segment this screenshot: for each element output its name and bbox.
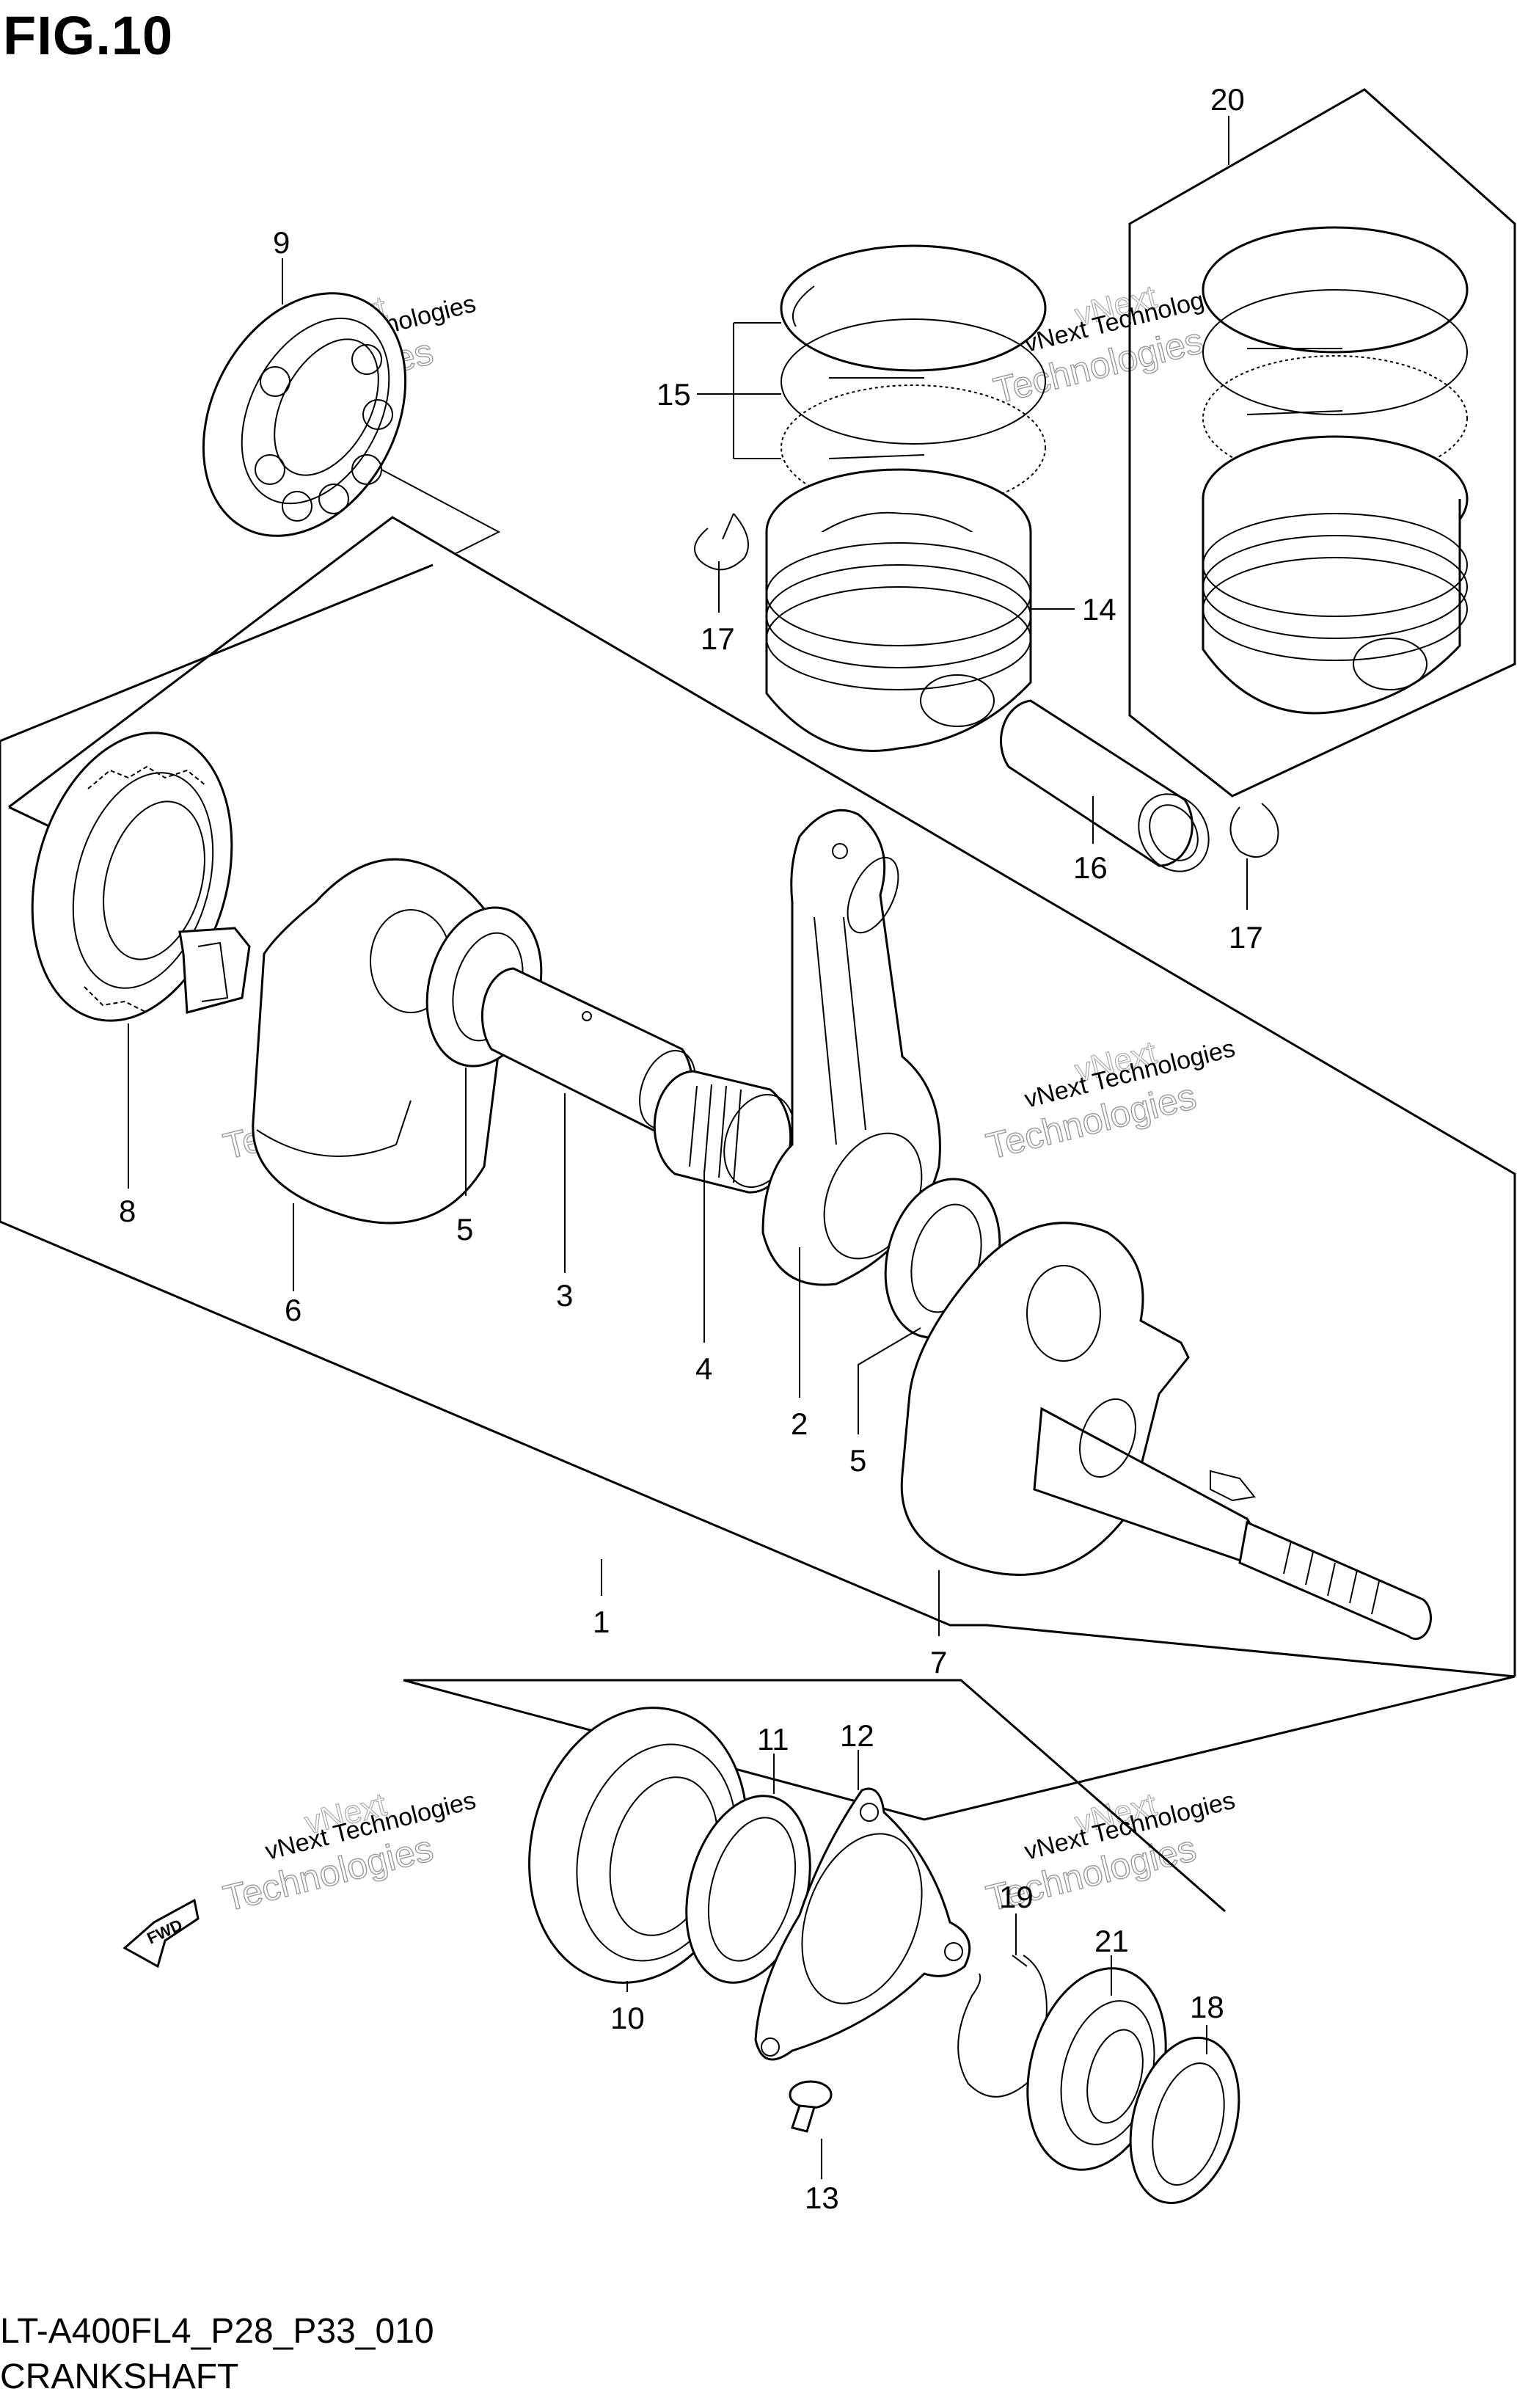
lower-group-frame	[403, 1675, 1516, 1913]
figure-code: LT-A400FL4_P28_P33_010	[0, 2312, 434, 2351]
part-19-circlip	[957, 1955, 1048, 2098]
callout-16: 16	[1073, 850, 1108, 885]
callout-17-top: 17	[701, 621, 735, 656]
callout-20: 20	[1210, 82, 1245, 117]
callout-14: 14	[1082, 592, 1116, 627]
watermark-4: vNext vNext Technologies Technologies	[982, 1034, 1238, 1167]
callout-1: 1	[593, 1605, 610, 1639]
figure-title: FIG.10	[3, 5, 174, 66]
part-12-retainer-plate	[754, 1787, 971, 2061]
callout-4: 4	[695, 1351, 712, 1386]
callout-5-left: 5	[456, 1212, 473, 1247]
part-13-screw	[789, 2080, 833, 2133]
callout-18: 18	[1190, 1990, 1224, 2024]
part-14-piston	[765, 468, 1032, 752]
callout-17-right: 17	[1229, 920, 1263, 955]
callout-7: 7	[930, 1645, 947, 1679]
leader-lines	[128, 116, 1248, 2179]
callout-5-right: 5	[849, 1443, 866, 1478]
callout-10: 10	[610, 2001, 645, 2035]
callout-3: 3	[556, 1278, 573, 1313]
part-4-needle-bearing	[653, 1070, 795, 1194]
callout-12: 12	[840, 1718, 874, 1753]
callout-21: 21	[1094, 1924, 1129, 1958]
forward-direction-arrow: FWD	[123, 1898, 200, 1969]
part-2-connecting-rod	[761, 809, 941, 1286]
part-21-bearing	[1026, 1967, 1167, 2171]
figure-caption: CRANKSHAFT	[0, 2357, 239, 2396]
part-20-piston-kit	[1128, 88, 1516, 798]
callout-8: 8	[119, 1194, 136, 1228]
callout-labels: 9 20 15 17 14 16 17 8 6 5 3 4 2 5 1 7 10…	[119, 82, 1263, 2215]
callout-11: 11	[757, 1722, 789, 1756]
watermark-5: vNext vNext Technologies Technologies	[219, 1786, 478, 1919]
part-17-circlip	[694, 513, 1279, 858]
part-9-bearing	[202, 292, 501, 555]
callout-6: 6	[285, 1293, 301, 1327]
callout-9: 9	[273, 225, 290, 260]
callout-2: 2	[791, 1407, 808, 1441]
callout-19: 19	[999, 1880, 1034, 1914]
part-7-right-crank-web	[900, 1222, 1432, 1641]
part-18-oil-seal	[1129, 2036, 1240, 2205]
callout-13: 13	[805, 2181, 839, 2215]
part-15-piston-rings	[780, 244, 1047, 511]
callout-15: 15	[657, 377, 691, 412]
part-16-piston-pin	[1000, 699, 1210, 872]
